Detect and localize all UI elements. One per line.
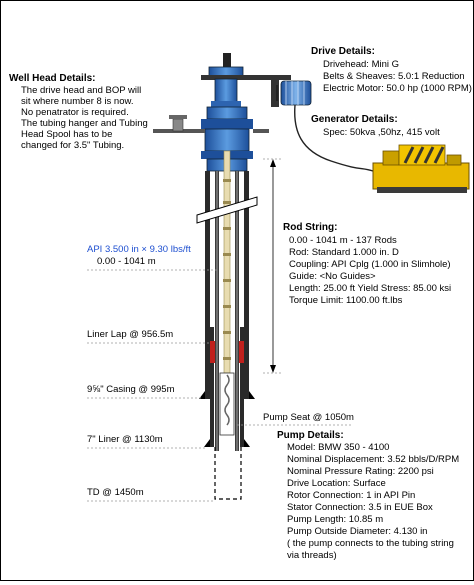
liner-lap-label: Liner Lap @ 956.5m: [87, 329, 173, 340]
rod-lines: 0.00 - 1041 m - 137 Rods Rod: Standard 1…: [289, 235, 451, 306]
well-bore: [196, 150, 258, 500]
wellhead-line: sit where number 8 is now.: [21, 96, 133, 107]
rod-line: Guide: <No Guides>: [289, 271, 376, 282]
pump-line: Pump Outside Diameter: 4.130 in: [287, 526, 427, 537]
tubing-label: API 3.500 in × 9.30 lbs/ft: [87, 244, 191, 255]
drive-line: Drivehead: Mini G: [323, 59, 399, 70]
wellhead-line: The tubing hanger and Tubing: [21, 118, 148, 129]
pump-line: ( the pump connects to the tubing string: [287, 538, 454, 549]
pump-line: via threads): [287, 550, 337, 561]
liner-label: 7" Liner @ 1130m: [87, 434, 163, 445]
pump-line: Nominal Pressure Rating: 2200 psi: [287, 466, 434, 477]
wellhead-title: Well Head Details:: [9, 73, 96, 84]
td-label: TD @ 1450m: [87, 487, 144, 498]
rod-line: Torque Limit: 1100.00 ft.lbs: [289, 295, 403, 306]
rod-line: Rod: Standard 1.000 in. D: [289, 247, 399, 258]
drive-line: Belts & Sheaves: 5.0:1 Reduction: [323, 71, 465, 82]
rod-line: 0.00 - 1041 m - 137 Rods: [289, 235, 397, 246]
wellhead-line: The drive head and BOP will: [21, 85, 141, 96]
pump-line: Stator Connection: 3.5 in EUE Box: [287, 502, 433, 513]
generator-title: Generator Details:: [311, 114, 398, 125]
generator-line: Spec: 50kva ,50hz, 415 volt: [323, 127, 440, 138]
tubing-depth: 0.00 - 1041 m: [97, 256, 156, 267]
wellhead-line: changed for 3.5" Tubing.: [21, 140, 124, 151]
rod-title: Rod String:: [283, 222, 337, 233]
rod-dimension: [263, 158, 281, 374]
pump-line: Pump Length: 10.85 m: [287, 514, 383, 525]
wellhead-stack: [153, 106, 269, 172]
power-cable: [294, 104, 374, 172]
rod-line: Length: 25.00 ft Yield Stress: 85.00 ksi: [289, 283, 451, 294]
rod-line: Coupling: API Cplg (1.000 in Slimhole): [289, 259, 451, 270]
pump-line: Nominal Displacement: 3.52 bbls/D/RPM: [287, 454, 459, 465]
pump-line: Model: BMW 350 - 4100: [287, 442, 389, 453]
drive-head: [201, 53, 291, 109]
casing-label: 9⅝" Casing @ 995m: [87, 384, 175, 395]
pump-title: Pump Details:: [277, 430, 344, 441]
wellhead-line: No penatrator is required.: [21, 107, 129, 118]
pump-line: Drive Location: Surface: [287, 478, 386, 489]
drive-title: Drive Details:: [311, 46, 375, 57]
drive-line: Electric Motor: 50.0 hp (1000 RPM): [323, 83, 472, 94]
pump-seat-label: Pump Seat @ 1050m: [263, 412, 354, 423]
wellhead-lines: The drive head and BOP will sit where nu…: [21, 85, 148, 151]
wellhead-line: Head Spool has to be: [21, 129, 112, 140]
pump-line: Rotor Connection: 1 in API Pin: [287, 490, 415, 501]
pump-lines: Model: BMW 350 - 4100 Nominal Displaceme…: [287, 442, 459, 561]
electric-motor-icon: [271, 79, 312, 107]
generator-icon: [372, 144, 470, 193]
